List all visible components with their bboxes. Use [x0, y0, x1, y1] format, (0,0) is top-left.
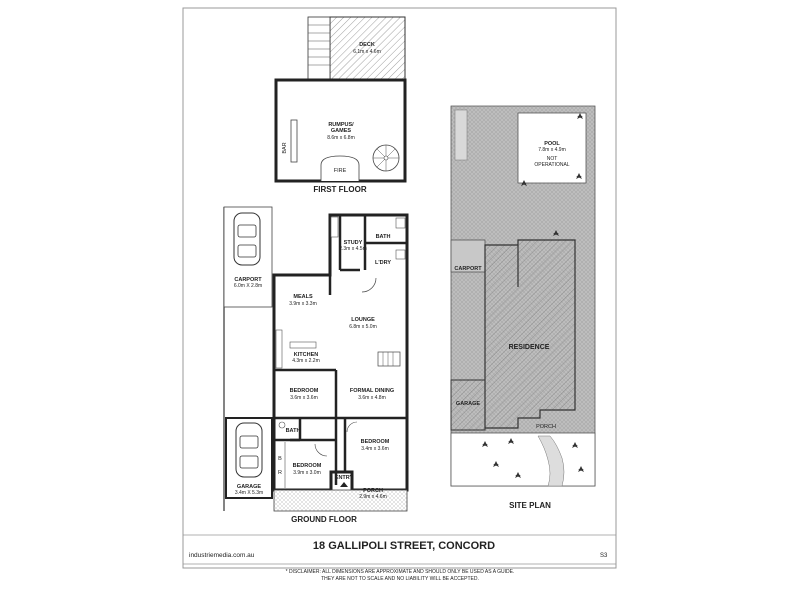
front-garden: [450, 432, 596, 487]
bedroom-a-dims: 3.6m x 3.6m: [290, 395, 318, 401]
bar-counter: [290, 119, 298, 163]
laundry-tub: [395, 249, 406, 260]
car-icon: [235, 422, 263, 478]
bar-label: BAR: [282, 142, 288, 153]
site-porch-label: PORCH: [536, 424, 556, 430]
porch-label: PORCH: [363, 488, 383, 494]
site-garage-label: GARAGE: [456, 401, 480, 407]
entry-label: ENTRY: [335, 475, 354, 481]
pool-dims: 7.8m x 4.9m: [538, 147, 566, 153]
carport-label: CARPORT: [234, 277, 262, 283]
shrub-icon: [578, 466, 584, 472]
site-carport-label: CARPORT: [454, 266, 482, 272]
shrub-icon: [493, 461, 499, 467]
formal-dining-dims: 3.6m x 4.8m: [358, 395, 386, 401]
rumpus-dims: 8.6m x 6.8m: [327, 135, 355, 141]
kitchen-bench: [275, 329, 283, 369]
bath-lower-label: BATH: [286, 428, 301, 434]
bedroom-b-label: BEDROOM: [361, 439, 390, 445]
shrub-icon: [482, 441, 488, 447]
pool-note-line1: NOT: [547, 156, 558, 162]
pool-edge-feature: [454, 109, 468, 161]
kitchen-island: [289, 341, 317, 349]
first-floor-plan: DECK 6.1m x 4.6m RUMPUS/ GAMES 8.6m x 6.…: [274, 16, 407, 194]
deck-label: DECK: [359, 42, 375, 48]
study-label: STUDY: [344, 240, 363, 246]
tree-icon: [521, 180, 527, 186]
lounge-door-swing: [361, 277, 377, 293]
residence-label: RESIDENCE: [509, 344, 550, 351]
lounge-dims: 6.8m x 5.0m: [349, 324, 377, 330]
garden-path: [537, 435, 565, 487]
bedroom-a-label: BEDROOM: [290, 388, 319, 394]
kitchen-label: KITCHEN: [294, 352, 318, 358]
shrub-icon: [508, 438, 514, 444]
bedroom-b-dims: 3.4m x 3.6m: [361, 446, 389, 452]
porch-area: [273, 489, 408, 512]
meals-dims: 3.9m x 3.3m: [289, 301, 317, 307]
garage-dims: 3.4m X 5.3m: [235, 490, 263, 496]
footer-address: 18 GALLIPOLI STREET, CONCORD: [313, 540, 495, 552]
porch-dims: 2.9m x 4.6m: [359, 494, 387, 500]
br-r-label: R: [278, 470, 282, 476]
bath-upper-shower: [395, 217, 406, 229]
first-floor-caption: FIRST FLOOR: [313, 185, 367, 194]
pool-label: POOL: [544, 141, 560, 147]
tree-icon: [577, 113, 583, 119]
disclaimer-line2: THEY ARE NOT TO SCALE AND NO LIABILITY W…: [321, 576, 479, 582]
site-carport-area: [450, 239, 486, 273]
fire-label: FIRE: [334, 168, 347, 174]
pool-note-line2: OPERATIONAL: [534, 162, 569, 168]
carport-dims: 6.0m X 2.8m: [234, 283, 262, 289]
residence-footprint: [484, 239, 576, 429]
ground-floor-plan: CARPORT 6.0m X 2.8m GARAGE 3.4m X 5.3m: [223, 206, 409, 524]
shrub-icon: [572, 442, 578, 448]
rumpus-label-line2: GAMES: [331, 128, 352, 134]
tree-icon: [576, 173, 582, 179]
site-plan-caption: SITE PLAN: [509, 501, 551, 510]
meals-label: MEALS: [293, 294, 313, 300]
tree-icon: [553, 230, 559, 236]
disclaimer-line1: * DISCLAIMER: ALL DIMENSIONS ARE APPROXI…: [286, 569, 515, 575]
lounge-stair: [377, 351, 401, 367]
interior-walls: [274, 215, 407, 485]
study-dims: 2.3m x 4.5m: [339, 246, 367, 252]
bedroom-b-door-swing: [346, 421, 358, 433]
bath-upper-label: BATH: [376, 234, 391, 240]
bedroom-c-dims: 3.9m x 3.0m: [293, 470, 321, 476]
site-plan: POOL 7.8m x 4.9m NOT OPERATIONAL CARPORT…: [450, 105, 596, 510]
spiral-stair: [372, 144, 400, 172]
footer-website: industriemedia.com.au: [189, 552, 255, 559]
formal-dining-label: FORMAL DINING: [350, 388, 394, 394]
site-garage-area: [450, 379, 486, 431]
lounge-label: LOUNGE: [351, 317, 375, 323]
br-b-label: B: [278, 456, 282, 462]
footer-sheet-number: S3: [600, 553, 608, 559]
deck-stairs: [307, 16, 331, 80]
study-cabinet: [330, 216, 339, 238]
deck-area: [329, 16, 406, 80]
fireplace: [320, 155, 360, 181]
rumpus-label-line1: RUMPUS/: [328, 122, 354, 128]
sheet-border: [182, 7, 617, 569]
bath-lower-basin: [278, 421, 286, 429]
shrub-icon: [515, 472, 521, 478]
bedroom-c-label: BEDROOM: [293, 463, 322, 469]
ground-floor-caption: GROUND FLOOR: [291, 515, 357, 524]
deck-dims: 6.1m x 4.6m: [353, 49, 381, 55]
bedroom-c-door-swing: [314, 443, 328, 457]
laundry-label: L'DRY: [375, 260, 391, 266]
garage-label: GARAGE: [237, 484, 261, 490]
car-icon: [233, 212, 261, 266]
pool-area: [517, 112, 587, 184]
entry-arrow-icon: [340, 482, 348, 487]
kitchen-dims: 4.3m x 2.2m: [292, 358, 320, 364]
